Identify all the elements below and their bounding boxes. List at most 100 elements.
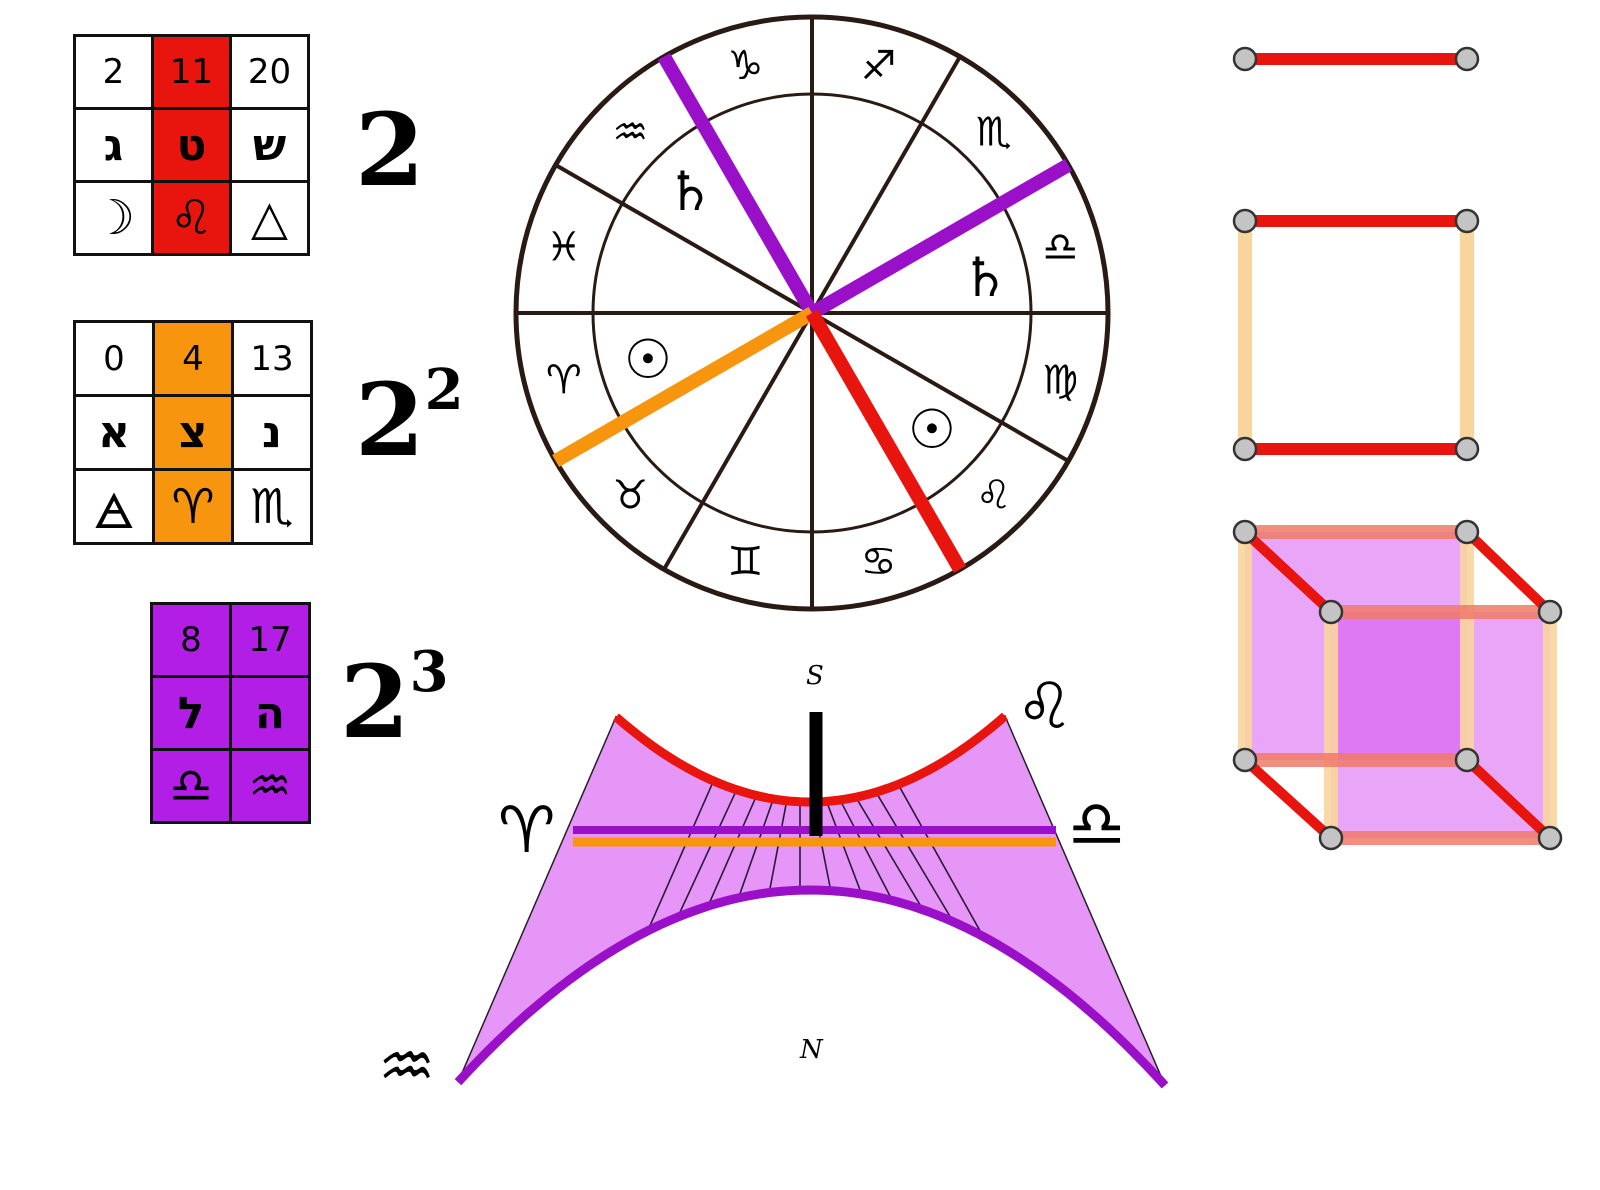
table-3-cell: 8 bbox=[153, 605, 229, 675]
wheel-group: ♑ ♐ ♏ ♎ ♍ ♌ ♋ ♊ ♉ ♈ ♓ ♒ ♄ ♄ ☉ ☉ bbox=[513, 14, 1111, 612]
hyperboloid-bottom-curve bbox=[454, 885, 1169, 1089]
zodiac-sign-glyph: ♍ bbox=[1042, 358, 1078, 404]
cube-edge-depth bbox=[1463, 528, 1554, 616]
hyperboloid-ruling-line bbox=[877, 795, 951, 917]
zodiac-sign-glyph: ♑ bbox=[728, 43, 764, 89]
vertex-point bbox=[1232, 436, 1258, 462]
aquarius-label: ♒ bbox=[378, 1030, 435, 1104]
shapes-group bbox=[1232, 46, 1563, 851]
table-3-cell: ♒ bbox=[232, 751, 308, 821]
zodiac-sign-glyph: ♓ bbox=[546, 224, 582, 270]
cube-edge-depth bbox=[1241, 528, 1335, 616]
aries-label: ♈ bbox=[498, 794, 555, 868]
hyperboloid-ruling-line bbox=[709, 798, 756, 902]
table-1-cell: △ bbox=[232, 183, 307, 253]
libra-label: ♎ bbox=[1068, 788, 1125, 862]
table-1-cell: 11 bbox=[154, 37, 229, 107]
vertex-point bbox=[1454, 519, 1480, 545]
sun-symbol-left: ☉ bbox=[624, 328, 672, 391]
wheel-spoke bbox=[662, 311, 814, 571]
table-1-cell: ♌ bbox=[154, 183, 229, 253]
table-1-cell: 20 bbox=[232, 37, 307, 107]
zodiac-sign-glyph: ♉ bbox=[612, 473, 648, 519]
vertex-point bbox=[1454, 46, 1480, 72]
table-1-cell: 2 bbox=[76, 37, 151, 107]
table-2-cell: צ bbox=[155, 397, 231, 468]
vertex-point bbox=[1318, 825, 1344, 851]
table-2-cell: ♈ bbox=[155, 471, 231, 542]
vertex-point bbox=[1232, 519, 1258, 545]
table-1-cell: ג bbox=[76, 110, 151, 180]
vertex-point bbox=[1537, 599, 1563, 625]
table-3-cell: 17 bbox=[232, 605, 308, 675]
vertex-point bbox=[1454, 436, 1480, 462]
vertex-point bbox=[1318, 599, 1344, 625]
wheel-purple-spoke-upper bbox=[657, 53, 819, 317]
zodiac-sign-glyph: ♏ bbox=[976, 109, 1012, 155]
table-2-cell: א bbox=[76, 397, 152, 468]
vertex-point bbox=[1537, 825, 1563, 851]
table-2-cell: נ bbox=[234, 397, 310, 468]
table-3-power-label: 23 bbox=[340, 644, 449, 752]
hyperboloid-ruling-line bbox=[827, 804, 861, 891]
zodiac-sign-glyph: ♎ bbox=[1042, 224, 1078, 270]
wheel-spoke bbox=[554, 163, 814, 315]
wheel-purple-spoke-right bbox=[808, 158, 1072, 320]
table-2-cell: 0 bbox=[76, 323, 152, 394]
table-1-cell: ש bbox=[232, 110, 307, 180]
south-label: S bbox=[806, 661, 824, 691]
power-base: 2 bbox=[340, 643, 410, 761]
zodiac-sign-glyph: ♈ bbox=[546, 358, 582, 404]
hyperboloid-ruling-line bbox=[739, 802, 773, 894]
vertex-point bbox=[1454, 747, 1480, 773]
zodiac-sign-glyph: ♌ bbox=[976, 473, 1012, 519]
hyperboloid-ruling-line bbox=[857, 800, 921, 906]
zodiac-sign-glyph: ♊ bbox=[728, 539, 764, 585]
vertex-point bbox=[1232, 208, 1258, 234]
zodiac-sign-glyph: ♒ bbox=[612, 109, 648, 155]
hyperboloid-ruling-line bbox=[841, 803, 891, 897]
table-3-cell: ♎ bbox=[153, 751, 229, 821]
table-1-power-label: 2 bbox=[355, 100, 425, 200]
zodiac-sign-glyph: ♋ bbox=[861, 539, 897, 585]
table-2-power-label: 22 bbox=[355, 362, 464, 470]
table-1-cell: ☽ bbox=[76, 183, 151, 253]
table-2-cell: 4 bbox=[155, 323, 231, 394]
hyperboloid-ruling-line bbox=[899, 787, 981, 932]
cube-edge-depth bbox=[1241, 756, 1335, 842]
vertex-point bbox=[1232, 747, 1258, 773]
hyperboloid-rulings bbox=[649, 783, 981, 932]
zodiac-sign-glyph: ♐ bbox=[861, 43, 897, 89]
vertex-point bbox=[1232, 46, 1258, 72]
hyperboloid-ruling-line bbox=[769, 804, 787, 889]
wheel-spoke bbox=[810, 311, 1070, 463]
vertex-point bbox=[1454, 208, 1480, 234]
wheel-red-spoke bbox=[805, 309, 967, 573]
power-base: 2 bbox=[355, 361, 425, 479]
table-3-cell: ל bbox=[153, 678, 229, 748]
table-2-cell: 13 bbox=[234, 323, 310, 394]
table-3-cell: ה bbox=[232, 678, 308, 748]
leo-label: ♌ bbox=[1016, 670, 1073, 744]
saturn-symbol-right: ♄ bbox=[961, 246, 1009, 309]
hyperboloid-ruling-line bbox=[649, 783, 713, 927]
table-2-cell: ♏ bbox=[234, 471, 310, 542]
saturn-symbol-left: ♄ bbox=[666, 160, 714, 223]
power-exponent: 2 bbox=[424, 357, 464, 423]
power-exponent: 3 bbox=[409, 639, 449, 705]
hyperboloid-ruling-line bbox=[679, 792, 736, 913]
table-1-cell: ט bbox=[154, 110, 229, 180]
table-2-cell: 🜁 bbox=[76, 471, 152, 542]
wheel-spoke bbox=[810, 55, 962, 314]
wheel-orange-spoke bbox=[552, 306, 816, 468]
power-base: 2 bbox=[355, 91, 425, 209]
cube-edge-depth bbox=[1463, 756, 1554, 842]
sun-symbol-right: ☉ bbox=[908, 398, 956, 461]
hyperboloid-group: S N ♌ ♈ ♎ ♒ bbox=[378, 661, 1169, 1104]
